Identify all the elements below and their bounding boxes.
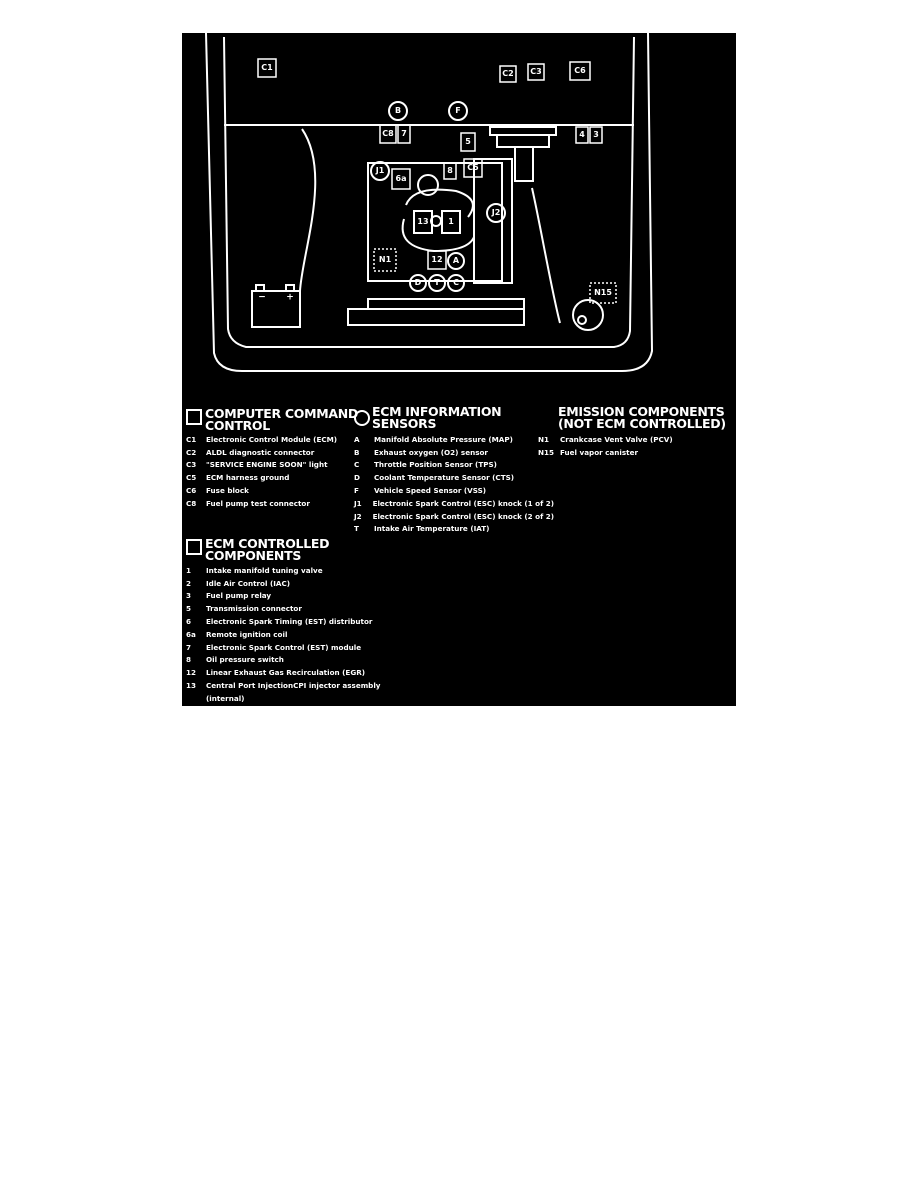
- label-c2: C2: [502, 69, 514, 78]
- label-c1: C1: [261, 63, 273, 72]
- label-8: 8: [447, 166, 453, 175]
- circle-legend-symbol: [354, 410, 370, 426]
- center-valve: [430, 215, 442, 227]
- battery-minus-sign: −: [258, 292, 266, 303]
- box-1: [441, 210, 461, 234]
- battery: [251, 290, 301, 328]
- engine-block: [367, 162, 503, 282]
- distributor-cap: [417, 174, 439, 196]
- square-legend-symbol: [186, 539, 202, 555]
- list-item: (internal): [206, 693, 245, 703]
- battery-cable: [299, 128, 317, 292]
- legend-ecm-information-sensors-title: ECM INFORMATION SENSORS: [372, 404, 502, 431]
- label-j1: J1: [375, 166, 385, 175]
- label-12: 12: [431, 255, 443, 264]
- base-upper: [367, 298, 525, 310]
- list-item: C3"SERVICE ENGINE SOON" light: [186, 460, 328, 470]
- label-c5: C5: [467, 163, 479, 172]
- air-cleaner-body: [496, 134, 550, 148]
- coil-loop-top: [405, 188, 474, 218]
- label-c8: C8: [382, 129, 394, 138]
- label-3: 3: [593, 130, 599, 139]
- base-lower: [347, 308, 525, 326]
- compartment-outline: [223, 36, 635, 348]
- legend-ecm-controlled-components-title: ECM CONTROLLED COMPONENTS: [205, 536, 330, 563]
- battery-plus-sign: +: [286, 292, 294, 303]
- label-1: 1: [448, 217, 454, 226]
- air-cleaner-top: [489, 126, 557, 136]
- diagram-panel: C1 C2 C3 C6 B F C8 7 5 4 3 J1 6a 8 C5 13…: [182, 33, 736, 706]
- engine-compartment-drawing: [205, 33, 654, 372]
- engine-right-block: [473, 158, 513, 284]
- body-outline: [205, 33, 654, 372]
- label-5: 5: [465, 137, 471, 146]
- vapor-hose: [531, 187, 561, 324]
- label-a: A: [452, 256, 460, 265]
- label-4: 4: [579, 130, 585, 139]
- label-7: 7: [401, 129, 407, 138]
- square-legend-symbol: [186, 409, 202, 425]
- battery-terminal-pos: [285, 284, 295, 292]
- label-13: 13: [417, 217, 429, 226]
- canister-port: [577, 315, 587, 325]
- battery-terminal-neg: [255, 284, 265, 292]
- throttle-body: [514, 146, 534, 182]
- label-6a: 6a: [395, 174, 407, 183]
- label-c3: C3: [530, 67, 542, 76]
- label-n1: N1: [378, 255, 392, 264]
- label-b: B: [394, 106, 402, 115]
- label-t: T: [434, 278, 440, 287]
- canister: [572, 299, 604, 331]
- label-f: F: [455, 106, 461, 115]
- label-d: D: [414, 278, 422, 287]
- legend-emission-components-title: EMISSION COMPONENTS (NOT ECM CONTROLLED): [558, 404, 726, 431]
- legend-computer-command-control-title: COMPUTER COMMAND CONTROL: [205, 406, 358, 433]
- label-c6: C6: [574, 66, 586, 75]
- label-c: C: [453, 278, 459, 287]
- label-j2: J2: [491, 208, 501, 217]
- label-n15: N15: [594, 288, 612, 297]
